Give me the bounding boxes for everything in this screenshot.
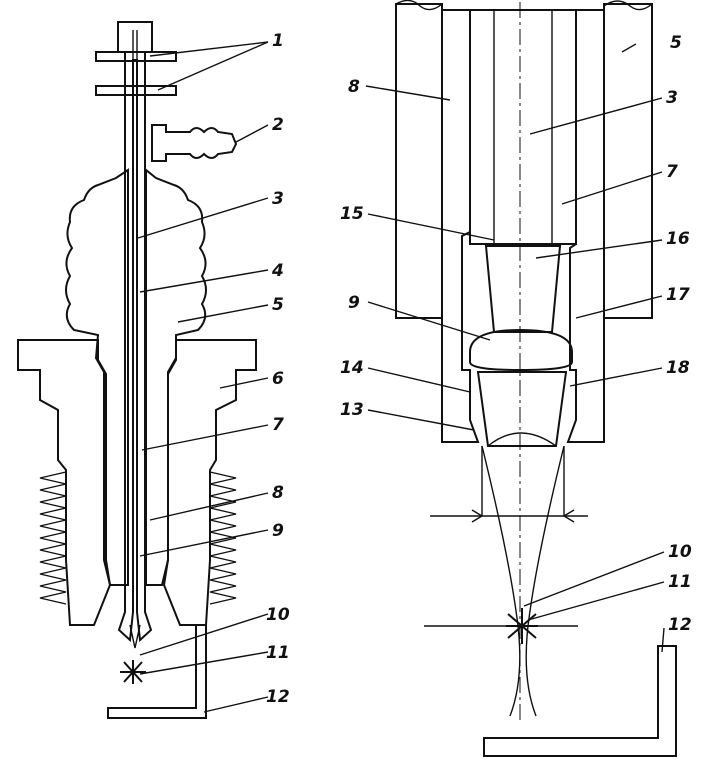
collimator-inner [487, 432, 557, 447]
left-label-3: 3 [272, 189, 284, 209]
outer-ceramic-right [603, 3, 653, 319]
right-leaders [365, 43, 665, 653]
left-label-10: 10 [266, 605, 290, 625]
right-label-7: 7 [666, 162, 678, 182]
left-label-12: 12 [266, 687, 290, 707]
metal-sleeve-left [441, 9, 480, 443]
cone-16 [484, 245, 562, 333]
insulator-body [65, 167, 207, 586]
right-label-5: 5 [670, 33, 682, 53]
outer-ceramic-left [395, 3, 443, 319]
fibre-bundle [469, 9, 577, 245]
right-label-17: 17 [666, 285, 690, 305]
left-leaders [137, 41, 269, 713]
left-label-9: 9 [272, 521, 284, 541]
thread-left [39, 471, 67, 605]
thread-right [209, 471, 237, 605]
right-label-15: 15 [340, 204, 364, 224]
right-label-16: 16 [666, 229, 690, 249]
beam-dimension [430, 509, 588, 523]
left-view: 1 2 3 4 5 6 7 8 9 10 11 12 [17, 21, 290, 719]
ceramic-top-edge-right [603, 0, 653, 11]
right-label-18: 18 [666, 358, 690, 378]
ground-electrode-left [107, 624, 207, 719]
right-label-3: 3 [666, 88, 678, 108]
spark-star-left [120, 660, 146, 684]
left-label-1: 1 [272, 31, 284, 51]
left-label-8: 8 [272, 483, 284, 503]
ground-electrode-right [483, 645, 677, 757]
left-label-4: 4 [271, 261, 284, 281]
beam-cone [481, 445, 565, 717]
right-label-9: 9 [348, 293, 360, 313]
electrode-tip [129, 624, 141, 649]
lens-9 [469, 328, 573, 372]
right-label-12: 12 [668, 615, 692, 635]
gas-fitting [151, 124, 238, 162]
metal-sleeve-right [566, 9, 605, 443]
shell-left [17, 339, 112, 626]
right-label-11: 11 [668, 572, 692, 592]
left-label-11: 11 [266, 643, 290, 663]
right-label-10: 10 [668, 542, 692, 562]
left-label-2: 2 [272, 115, 284, 135]
left-label-6: 6 [272, 369, 284, 389]
spark-star-right [506, 608, 538, 644]
right-label-8: 8 [348, 77, 360, 97]
right-view: 5 8 3 7 15 16 9 17 14 18 13 10 11 12 [340, 0, 692, 757]
right-label-13: 13 [340, 400, 364, 420]
beam-upper [481, 446, 565, 516]
collimator-18 [476, 371, 568, 447]
ceramic-top-edge-left [395, 0, 443, 11]
left-label-7: 7 [272, 415, 284, 435]
right-label-14: 14 [340, 358, 364, 378]
left-label-5: 5 [272, 295, 284, 315]
